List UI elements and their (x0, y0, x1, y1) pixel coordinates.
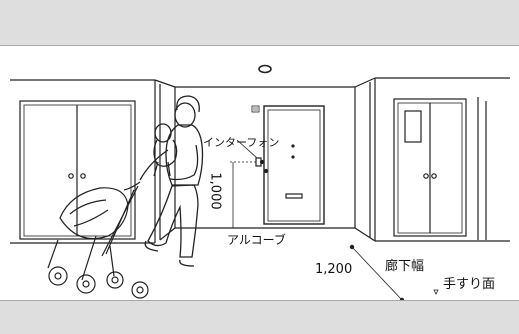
right-door-handle (423, 173, 429, 179)
nameplate (251, 105, 260, 113)
floor-band (0, 300, 519, 334)
corridor-width-value: 1,200 (315, 262, 353, 277)
door-window (404, 110, 422, 143)
right-door-handle (431, 173, 437, 179)
stroller (47, 181, 149, 299)
left-door-handle (68, 173, 74, 179)
intercom-label: インターフォン (203, 136, 280, 149)
handrail-face-label: 手すり面 (443, 277, 496, 292)
right-double-door (393, 98, 467, 237)
corridor-width-dimension (349, 244, 439, 303)
left-wall (10, 80, 161, 244)
left-door-handle (80, 173, 86, 179)
door-lock-icon (259, 159, 265, 165)
left-double-door (19, 100, 136, 240)
right-wall (369, 78, 510, 242)
ceiling-band (0, 0, 519, 46)
alcove (159, 87, 376, 242)
entrance-door (263, 105, 325, 225)
intercom-height-label: 1,000 (207, 172, 223, 210)
corridor-width-label: 廊下幅 (385, 259, 425, 274)
height-dimension (229, 139, 258, 229)
ceiling-light (258, 64, 272, 74)
parent-figure (139, 95, 204, 267)
alcove-label: アルコーブ (227, 233, 286, 247)
triangle-marker-icon (433, 289, 439, 295)
mail-slot (285, 193, 303, 199)
ceiling-lines (10, 77, 510, 88)
